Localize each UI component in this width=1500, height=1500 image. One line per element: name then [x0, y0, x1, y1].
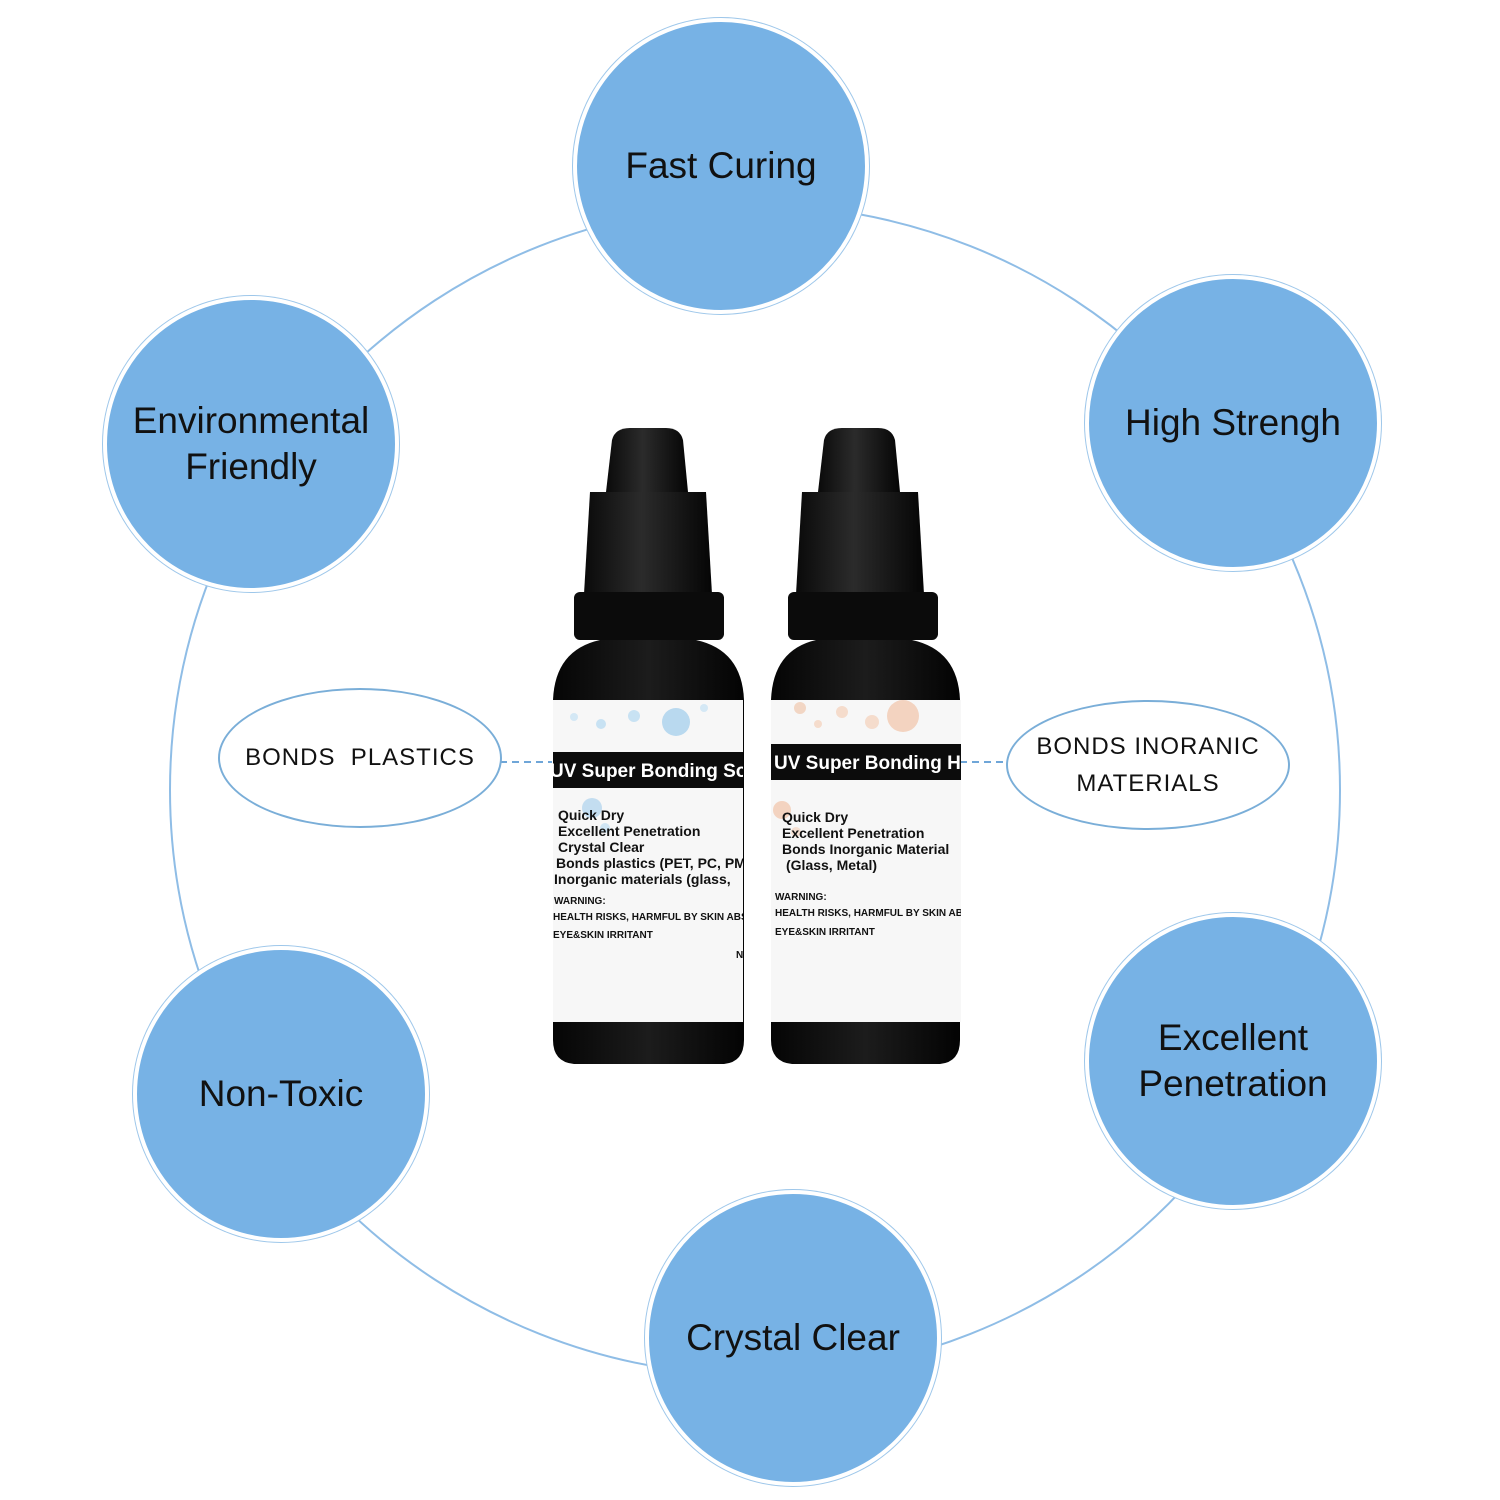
label-dot: [700, 704, 708, 712]
bottle-warning-heading: WARNING:: [554, 896, 606, 907]
feature-non-toxic: Non-Toxic: [133, 946, 429, 1242]
bottle-warning-line: HEALTH RISKS, HARMFUL BY SKIN ABS: [775, 908, 970, 919]
bottle-title: UV Super Bonding Soft: [550, 761, 761, 782]
bottle-corner-mark: N: [736, 950, 743, 961]
bottle-cap-base: [796, 492, 924, 594]
bottle-bullet: Bonds Inorganic Material: [782, 841, 949, 857]
feature-label: Fast Curing: [625, 144, 817, 186]
feature-label: Crystal Clear: [686, 1316, 900, 1358]
bottle-bullet: Excellent Penetration: [782, 825, 924, 841]
feature-environmental-friendly: Environmental Friendly: [103, 296, 399, 592]
bottle-cap-tip: [606, 428, 688, 492]
label-dot: [628, 710, 640, 722]
label-dot: [814, 720, 822, 728]
label-dot: [582, 798, 602, 818]
label-title-band: [553, 752, 743, 788]
bottle-bullet: Inorganic materials (glass,: [554, 871, 731, 887]
label-dot: [662, 708, 690, 736]
bottle-bullet: Quick Dry: [558, 807, 624, 823]
label-dot: [773, 801, 791, 819]
label-dot: [887, 700, 919, 732]
bottle-warning-heading: WARNING:: [775, 892, 827, 903]
label-dot: [836, 706, 848, 718]
feature-fast-curing: Fast Curing: [573, 18, 869, 314]
callout-label: BONDS PLASTICS: [245, 744, 475, 772]
label-dot: [865, 715, 879, 729]
feature-crystal-clear: Crystal Clear: [645, 1190, 941, 1486]
feature-label: Non-Toxic: [198, 1072, 364, 1114]
bottle-warning-line: HEALTH RISKS, HARMFUL BY SKIN ABSOR: [553, 912, 763, 923]
feature-label: High Strengh: [1125, 401, 1341, 443]
bottle-hard: UV Super Bonding Har Quick Dry Excellent…: [771, 428, 979, 1064]
label-title-band: [771, 744, 961, 780]
bottle-bullet: Crystal Clear: [558, 839, 645, 855]
label-dot: [791, 827, 801, 837]
bottle-soft: UV Super Bonding Soft Quick Dry Excellen…: [550, 428, 763, 1064]
bottle-bullet: Quick Dry: [782, 809, 848, 825]
bottle-cap-ring: [788, 592, 938, 640]
feature-label: Environmental Friendly: [132, 399, 370, 487]
bottle-warning-line: EYE&SKIN IRRITANT: [775, 927, 875, 938]
callout-bonds-plastics: BONDS PLASTICS: [218, 688, 502, 828]
bottle-bullet: Excellent Penetration: [558, 823, 700, 839]
callout-bonds-inorganic: BONDS INORANIC MATERIALS: [1006, 700, 1290, 830]
feature-high-strength: High Strengh: [1085, 275, 1381, 571]
bottle-bullet: (Glass, Metal): [786, 857, 877, 873]
label-dot: [600, 823, 610, 833]
label-dot: [794, 702, 806, 714]
feature-label: Excellent Penetration: [1138, 1016, 1328, 1104]
feature-excellent-penetration: Excellent Penetration: [1085, 913, 1381, 1209]
callout-label: BONDS INORANIC MATERIALS: [1036, 732, 1260, 797]
bottle-bullet: Bonds plastics (PET, PC, PM: [556, 855, 746, 871]
bottle-title: UV Super Bonding Har: [774, 753, 979, 774]
bottle-warning-line: EYE&SKIN IRRITANT: [553, 930, 653, 941]
bottle-cap-tip: [818, 428, 900, 492]
bottle-cap-ring: [574, 592, 724, 640]
label-dot: [596, 719, 606, 729]
label-dot: [570, 713, 578, 721]
bottle-cap-base: [584, 492, 712, 594]
